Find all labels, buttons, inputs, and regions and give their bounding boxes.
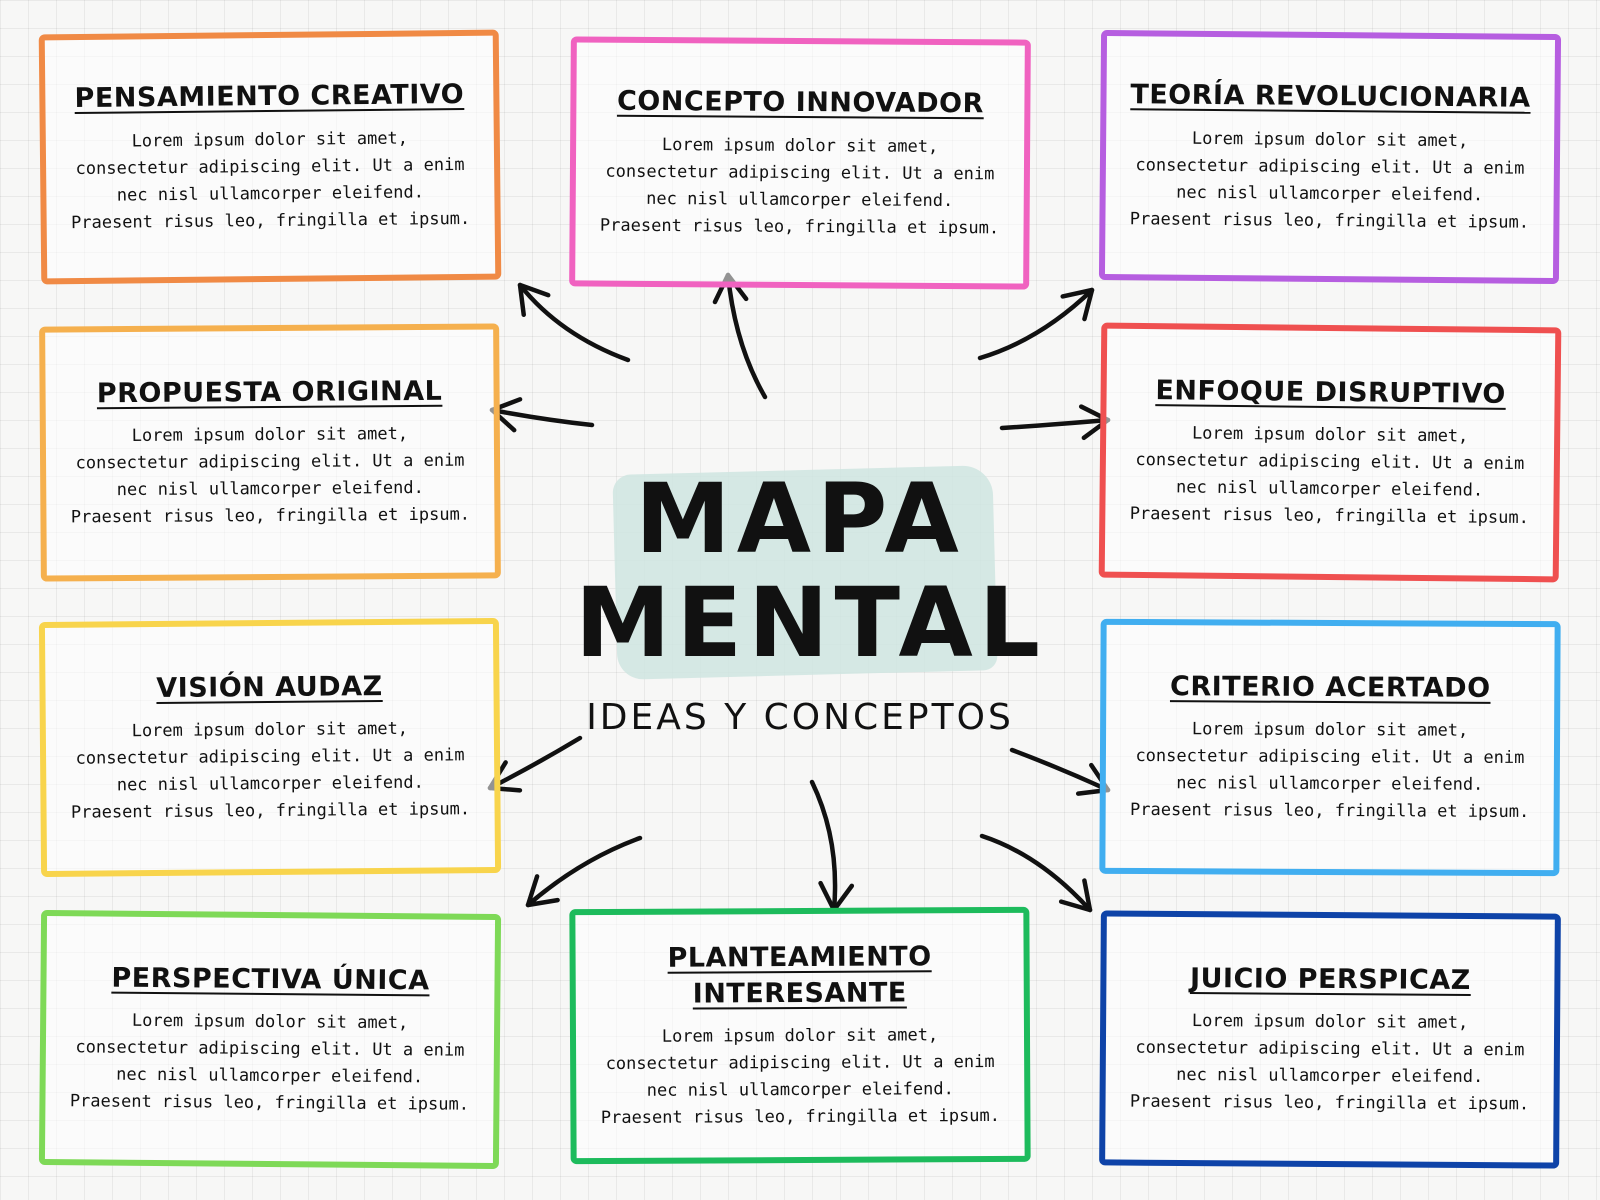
node-text: Lorem ipsum dolor sit amet, consectetur a…	[70, 1007, 470, 1118]
node-text-line: Lorem ipsum dolor sit amet,	[131, 1010, 409, 1034]
node-text-line: nec nisl ullamcorper eleifend.	[116, 477, 424, 501]
node-text: Lorem ipsum dolor sit amet, consectetur a…	[1130, 420, 1530, 532]
main-subtitle: IDEAS Y CONCEPTOS	[586, 697, 1014, 738]
node-text: Lorem ipsum dolor sit amet, consectetur a…	[1130, 716, 1530, 826]
node-title: CRITERIO ACERTADO	[1169, 671, 1491, 704]
node-text-line: Praesent risus leo, fringilla et ipsum.	[600, 1105, 1001, 1128]
node-text-line: consectetur adipiscing elit. Ut a enim	[75, 450, 465, 474]
node-title: JUICIO PERSPICAZ	[1189, 962, 1471, 996]
connector-arrow	[517, 282, 631, 363]
connector-arrow	[487, 735, 583, 793]
main-title: MAPA MENTAL	[575, 463, 1046, 679]
node-text-line: Lorem ipsum dolor sit amet,	[131, 718, 409, 742]
node-text-line: consectetur adipiscing elit. Ut a enim	[1135, 450, 1525, 475]
node-text-line: Praesent risus leo, fringilla et ipsum.	[599, 215, 1000, 238]
node-text-line: Lorem ipsum dolor sit amet,	[1191, 1011, 1469, 1034]
node-text-line: consectetur adipiscing elit. Ut a enim	[75, 154, 465, 179]
node-title: PENSAMIENTO CREATIVO	[74, 79, 465, 115]
node-text-line: nec nisl ullamcorper eleifend.	[116, 772, 424, 796]
node-text-line: consectetur adipiscing elit. Ut a enim	[75, 745, 465, 769]
node-text-line: Praesent risus leo, fringilla et ipsum.	[70, 799, 471, 823]
connector-arrow	[999, 404, 1111, 441]
connector-arrow	[489, 397, 595, 433]
node-text-line: Praesent risus leo, fringilla et ipsum.	[1130, 800, 1530, 823]
node-title: PERSPECTIVA ÚNICA	[111, 962, 430, 997]
node-propuesta-original: PROPUESTA ORIGINAL Lorem ipsum dolor sit …	[39, 323, 501, 582]
node-text-line: Lorem ipsum dolor sit amet,	[1191, 719, 1469, 741]
node-text-line: Lorem ipsum dolor sit amet,	[1191, 423, 1469, 447]
connector-arrow	[979, 833, 1093, 913]
node-concepto-innovador: CONCEPTO INNOVADOR Lorem ipsum dolor sit …	[569, 36, 1031, 290]
node-text-line: Lorem ipsum dolor sit amet,	[131, 128, 409, 151]
node-text-line: consectetur adipiscing elit. Ut a enim	[75, 1037, 465, 1061]
node-title: PLANTEAMIENTO INTERESANTE	[667, 941, 932, 1010]
node-text-line: Lorem ipsum dolor sit amet,	[661, 1024, 939, 1047]
node-title: TEORÍA REVOLUCIONARIA	[1130, 79, 1531, 115]
node-text-line: nec nisl ullamcorper eleifend.	[646, 188, 954, 211]
connector-arrow	[977, 287, 1095, 361]
central-topic: MAPA MENTAL IDEAS Y CONCEPTOS	[575, 455, 1046, 755]
node-text: Lorem ipsum dolor sit amet, consectetur a…	[70, 124, 470, 236]
node-text: Lorem ipsum dolor sit amet, consectetur a…	[600, 131, 1000, 242]
node-text-line: nec nisl ullamcorper eleifend.	[1175, 477, 1484, 501]
node-perspectiva-unica: PERSPECTIVA ÚNICA Lorem ipsum dolor sit a…	[38, 909, 502, 1170]
node-juicio-perspicaz: JUICIO PERSPICAZ Lorem ipsum dolor sit am…	[1099, 910, 1561, 1169]
connector-arrow	[809, 779, 855, 913]
node-text-line: Praesent risus leo, fringilla et ipsum.	[1129, 1091, 1530, 1115]
node-enfoque-disruptivo: ENFOQUE DISRUPTIVO Lorem ipsum dolor sit …	[1098, 322, 1562, 583]
node-text-line: nec nisl ullamcorper eleifend.	[646, 1078, 954, 1101]
node-text-line: Lorem ipsum dolor sit amet,	[661, 134, 939, 157]
node-text-line: consectetur adipiscing elit. Ut a enim	[605, 1051, 995, 1074]
node-text-line: nec nisl ullamcorper eleifend.	[116, 1064, 424, 1088]
node-text-line: consectetur adipiscing elit. Ut a enim	[1135, 1037, 1525, 1061]
node-text-line: consectetur adipiscing elit. Ut a enim	[1135, 746, 1525, 769]
node-text: Lorem ipsum dolor sit amet, consectetur a…	[1130, 125, 1530, 236]
node-title: PROPUESTA ORIGINAL	[96, 375, 443, 410]
node-criterio-acertado: CRITERIO ACERTADO Lorem ipsum dolor sit a…	[1099, 618, 1561, 877]
connector-arrow	[525, 835, 643, 908]
node-text-line: Praesent risus leo, fringilla et ipsum.	[70, 208, 471, 233]
node-text-line: Lorem ipsum dolor sit amet,	[131, 424, 409, 447]
node-text-line: Praesent risus leo, fringilla et ipsum.	[1129, 503, 1530, 529]
node-vision-audaz: VISIÓN AUDAZ Lorem ipsum dolor sit amet, c…	[38, 617, 502, 878]
node-title: CONCEPTO INNOVADOR	[616, 86, 984, 120]
node-text-line: Praesent risus leo, fringilla et ipsum.	[69, 1091, 470, 1115]
node-title: ENFOQUE DISRUPTIVO	[1155, 375, 1506, 410]
node-text: Lorem ipsum dolor sit amet, consectetur a…	[70, 715, 470, 826]
node-text: Lorem ipsum dolor sit amet, consectetur a…	[600, 1022, 1000, 1132]
node-text-line: nec nisl ullamcorper eleifend.	[1176, 1064, 1484, 1088]
node-text-line: Lorem ipsum dolor sit amet,	[1191, 128, 1469, 151]
node-teoria-revolucionaria: TEORÍA REVOLUCIONARIA Lorem ipsum dolor s…	[1098, 29, 1562, 285]
node-text-line: nec nisl ullamcorper eleifend.	[1176, 182, 1484, 205]
node-text-line: Praesent risus leo, fringilla et ipsum.	[70, 504, 471, 528]
node-text-line: consectetur adipiscing elit. Ut a enim	[1135, 154, 1525, 179]
connector-arrow	[1009, 747, 1111, 796]
node-title: VISIÓN AUDAZ	[156, 670, 383, 704]
node-text-line: Praesent risus leo, fringilla et ipsum.	[1129, 208, 1530, 233]
connector-arrow	[712, 272, 768, 400]
node-planteamiento-interesante: PLANTEAMIENTO INTERESANTE Lorem ipsum dol…	[569, 906, 1031, 1165]
node-text-line: consectetur adipiscing elit. Ut a enim	[605, 161, 995, 184]
node-pensamiento-creativo: PENSAMIENTO CREATIVO Lorem ipsum dolor si…	[38, 29, 502, 285]
node-text: Lorem ipsum dolor sit amet, consectetur a…	[1130, 1008, 1530, 1119]
node-text: Lorem ipsum dolor sit amet, consectetur a…	[70, 421, 470, 532]
node-text-line: nec nisl ullamcorper eleifend.	[116, 181, 424, 206]
node-text-line: nec nisl ullamcorper eleifend.	[1176, 773, 1484, 795]
